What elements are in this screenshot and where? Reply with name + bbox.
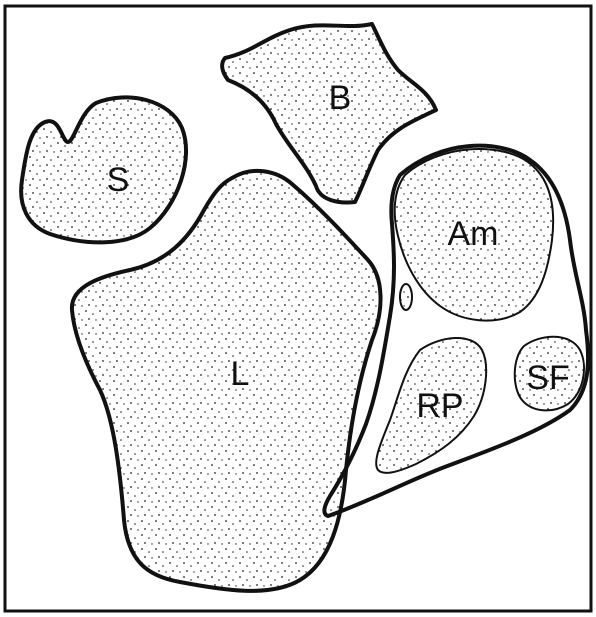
label-sf: SF [526, 359, 569, 397]
small-oval [400, 284, 412, 310]
label-am: Am [448, 215, 499, 253]
label-rp: RP [416, 387, 463, 425]
label-l: L [231, 355, 250, 393]
region-s [21, 97, 186, 242]
label-b: B [329, 79, 352, 117]
label-s: S [107, 161, 130, 199]
